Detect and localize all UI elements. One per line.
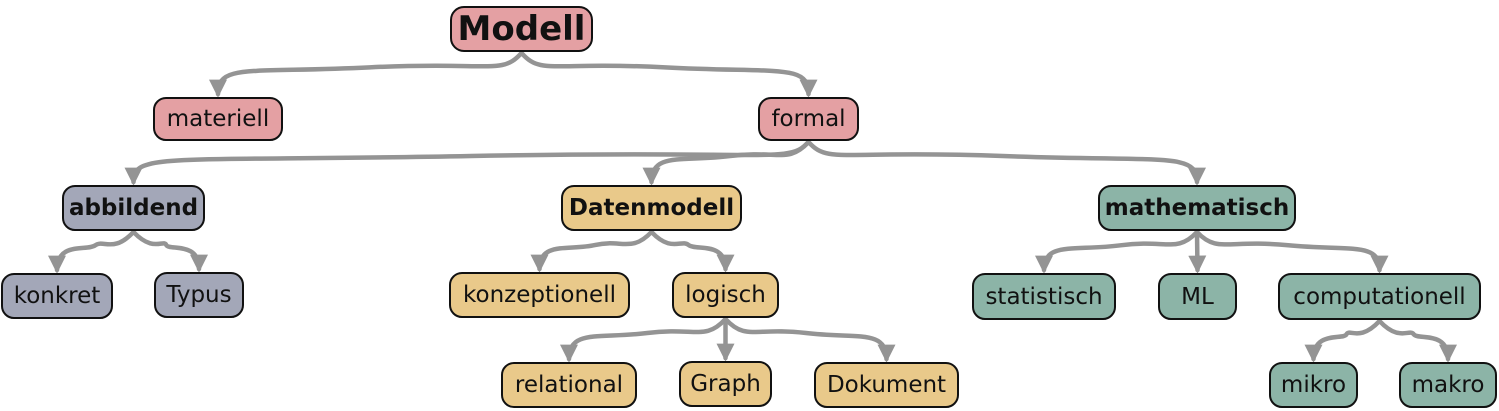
edge-datenmodell-to-konzeptionell <box>530 229 654 273</box>
edge-computationell-to-makro <box>1377 318 1457 363</box>
edge-formal-to-mathematisch <box>806 139 1206 186</box>
edge-mathematisch-to-ml <box>1188 229 1207 274</box>
node-mikro[interactable]: mikro <box>1269 362 1358 408</box>
node-statistisch[interactable]: statistisch <box>972 273 1116 320</box>
edge-mathematisch-to-statistisch <box>1035 229 1200 274</box>
edge-formal-to-datenmodell <box>642 139 811 186</box>
node-relational[interactable]: relational <box>501 362 637 408</box>
node-formal[interactable]: formal <box>758 97 859 141</box>
edge-logisch-to-dokument <box>723 316 896 363</box>
node-modell[interactable]: Modell <box>450 6 593 52</box>
node-konkret[interactable]: konkret <box>1 273 113 319</box>
node-konzeptionell[interactable]: konzeptionell <box>449 272 630 318</box>
node-datenmodell[interactable]: Datenmodell <box>561 185 742 231</box>
edge-abbildend-to-konkret <box>48 229 136 274</box>
node-makro[interactable]: makro <box>1399 362 1497 408</box>
edge-datenmodell-to-logisch <box>649 229 735 273</box>
node-mathematisch[interactable]: mathematisch <box>1098 185 1296 231</box>
edge-abbildend-to-typus <box>131 229 208 273</box>
node-logisch[interactable]: logisch <box>672 272 779 318</box>
node-abbildend[interactable]: abbildend <box>62 185 205 231</box>
edge-modell-to-formal <box>519 50 818 98</box>
edge-mathematisch-to-computationell <box>1194 229 1389 274</box>
edge-modell-to-materiell <box>209 50 524 98</box>
node-materiell[interactable]: materiell <box>153 97 283 141</box>
edge-formal-to-abbildend <box>124 139 811 186</box>
edge-logisch-to-relational <box>560 316 728 363</box>
edge-computationell-to-mikro <box>1304 318 1382 363</box>
node-graph[interactable]: Graph <box>679 361 772 407</box>
node-typus[interactable]: Typus <box>154 272 244 318</box>
node-ml[interactable]: ML <box>1158 273 1237 320</box>
node-dokument[interactable]: Dokument <box>814 362 959 408</box>
node-computationell[interactable]: computationell <box>1278 273 1481 320</box>
